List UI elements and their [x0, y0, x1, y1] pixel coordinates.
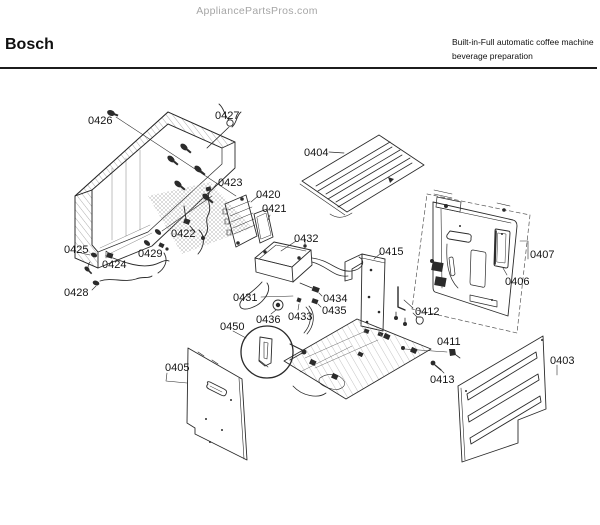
pin-0412 [397, 286, 424, 325]
part-label-0422: 0422 [171, 228, 196, 240]
part-label-0423: 0423 [218, 177, 243, 189]
control-module-0420 [222, 194, 259, 248]
part-label-0405: 0405 [165, 362, 190, 374]
part-label-0433: 0433 [288, 311, 313, 323]
part-label-0432: 0432 [294, 233, 319, 245]
fasteners-and-hoses [76, 103, 242, 291]
top-panel-0404 [299, 134, 425, 218]
part-label-0425: 0425 [64, 244, 89, 256]
part-label-0407: 0407 [530, 249, 555, 261]
part-label-0421: 0421 [262, 203, 287, 215]
part-label-0413: 0413 [430, 374, 455, 386]
part-label-0415: 0415 [379, 246, 404, 258]
document-title: Built-in-Full automatic coffee machine b… [452, 35, 594, 63]
foot-0411 [401, 346, 461, 359]
part-label-0434: 0434 [323, 293, 348, 305]
part-label-0403: 0403 [550, 355, 575, 367]
part-label-0406: 0406 [505, 276, 530, 288]
part-label-0427: 0427 [215, 110, 240, 122]
part-label-0426: 0426 [88, 115, 113, 127]
base-plate [283, 318, 432, 400]
detail-callout-0450 [232, 325, 307, 379]
screw-0413 [430, 360, 445, 374]
site-watermark: AppliancePartsPros.com [196, 5, 318, 17]
part-label-0450: 0450 [220, 321, 245, 333]
part-label-0412: 0412 [415, 306, 440, 318]
chassis-frame [74, 111, 252, 269]
left-panel-0405 [165, 347, 248, 461]
module-box-0432 [239, 238, 364, 335]
part-label-0420: 0420 [256, 189, 281, 201]
part-label-0431: 0431 [233, 292, 258, 304]
rear-panel-0403 [457, 335, 558, 463]
cover-0421 [253, 208, 274, 244]
document-title-line1: Built-in-Full automatic coffee machine [452, 37, 594, 47]
part-label-0436: 0436 [256, 314, 281, 326]
part-label-0404: 0404 [304, 147, 329, 159]
part-label-0424: 0424 [102, 259, 127, 271]
document-title-line2: beverage preparation [452, 51, 533, 61]
side-assembly-0407 [411, 189, 531, 334]
part-label-0428: 0428 [64, 287, 89, 299]
part-label-0435: 0435 [322, 305, 347, 317]
part-label-0411: 0411 [437, 336, 461, 348]
brand-name: Bosch [5, 36, 54, 53]
header-divider [0, 67, 597, 69]
insert-0406 [493, 228, 511, 276]
part-label-0429: 0429 [138, 248, 163, 260]
